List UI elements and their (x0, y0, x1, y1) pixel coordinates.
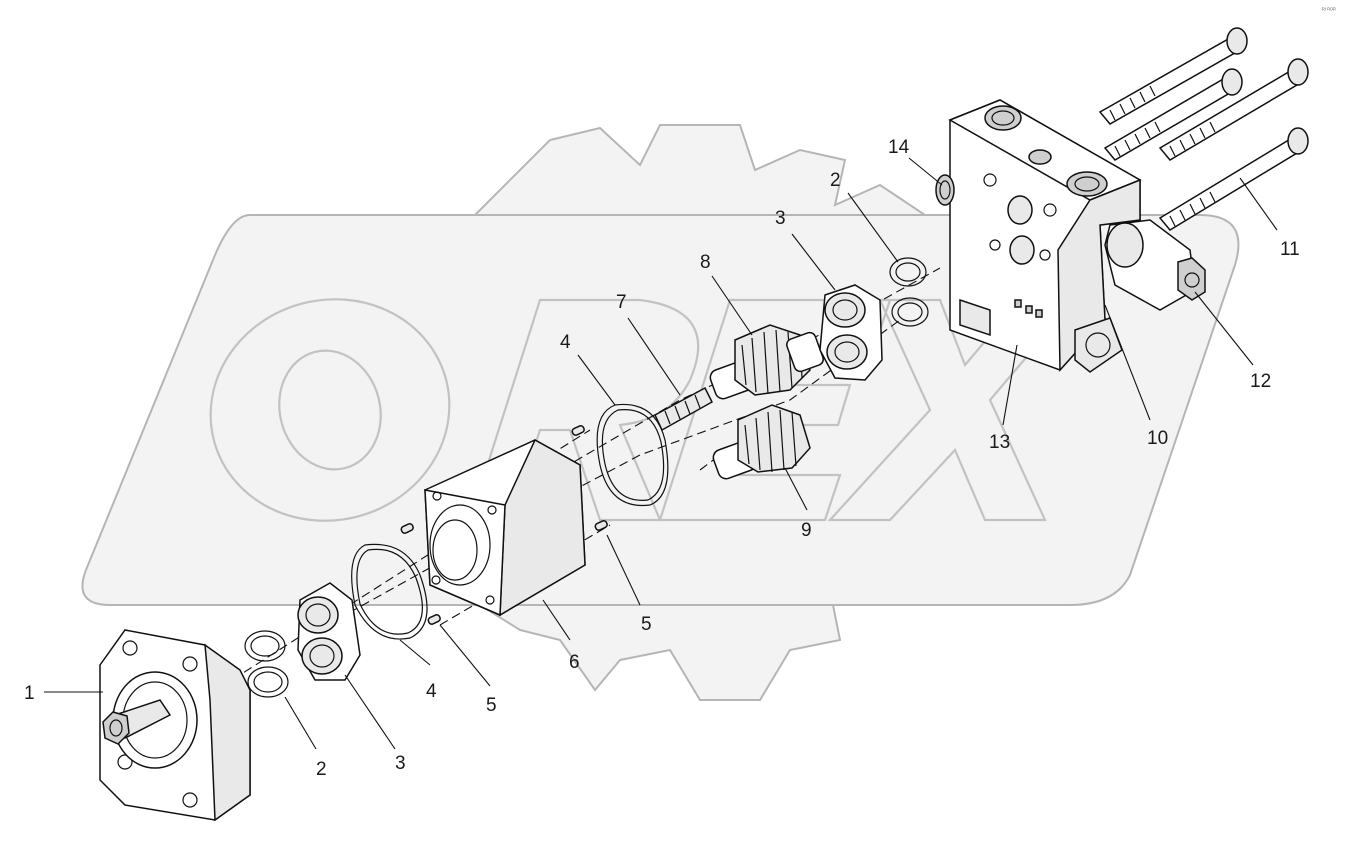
corner-mark: ᴿᴵ ᴿᴼᴿ (1322, 7, 1336, 14)
callout-1: 1 (24, 683, 35, 704)
dowel-pins-part-5 (400, 424, 608, 625)
valve-body-part-13 (948, 99, 1142, 372)
solenoid-part-12 (1104, 219, 1206, 311)
callout-2-right: 2 (830, 170, 841, 191)
bolts-part-11 (1098, 27, 1309, 231)
callout-13: 13 (989, 432, 1010, 453)
fitting-part-14 (935, 174, 955, 206)
callout-10: 10 (1147, 428, 1168, 449)
callout-5-right: 5 (641, 614, 652, 635)
watermark-letter-o-inner (278, 349, 382, 471)
watermark-letter-r (468, 298, 700, 522)
callout-5-left: 5 (486, 695, 497, 716)
bearing-block-part-3-right (819, 284, 883, 381)
seal-pair-part-2-left (244, 630, 289, 698)
callout-11: 11 (1280, 239, 1300, 260)
callout-9: 9 (801, 520, 812, 541)
callout-4-right: 4 (560, 332, 571, 353)
watermark-letter-o (209, 298, 451, 522)
gear-part-8 (709, 324, 824, 400)
callout-3-right: 3 (775, 208, 786, 229)
o-ring-part-4-left (351, 543, 428, 640)
bolt-4 (1158, 127, 1309, 231)
gear-part-9 (712, 404, 811, 480)
bolt-2 (1103, 68, 1243, 161)
o-ring-part-4-right (596, 403, 669, 507)
callout-12: 12 (1250, 371, 1271, 392)
pump-housing-part-6 (424, 438, 586, 617)
bearing-block-part-3-left (297, 582, 361, 681)
leader-lines (44, 157, 1278, 750)
callout-3-left: 3 (395, 753, 406, 774)
callout-14: 14 (888, 137, 910, 158)
callout-6: 6 (569, 652, 580, 673)
flange-cover-part-1 (99, 629, 251, 822)
callout-7: 7 (616, 292, 627, 313)
splined-shaft-part-7 (654, 386, 713, 432)
callout-8: 8 (700, 252, 711, 273)
bolt-3 (1158, 58, 1309, 161)
callout-2-left: 2 (316, 759, 327, 780)
plug-part-10 (1074, 317, 1123, 373)
callouts: 1 2 3 4 5 6 5 4 7 8 9 3 2 14 13 10 12 11 (24, 137, 1300, 780)
callout-4-left: 4 (426, 681, 437, 702)
seal-pair-part-2-right (889, 257, 929, 327)
bolt-1 (1098, 27, 1248, 125)
